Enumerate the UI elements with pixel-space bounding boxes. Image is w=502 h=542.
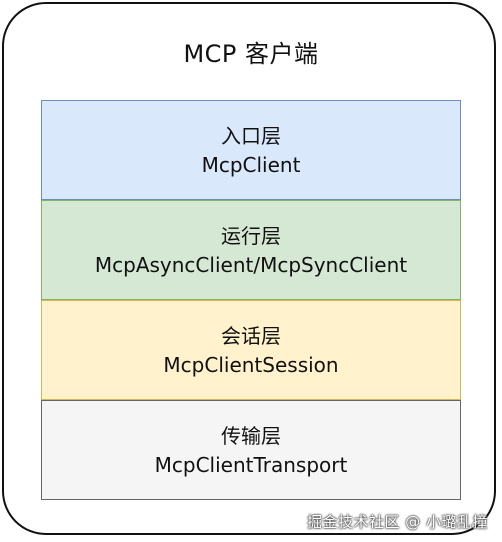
layer-runtime: 运行层 McpAsyncClient/McpSyncClient <box>41 200 461 300</box>
layer-class: McpClient <box>201 153 301 177</box>
layer-class: McpAsyncClient/McpSyncClient <box>94 253 408 277</box>
layer-entry: 入口层 McpClient <box>41 100 461 200</box>
diagram-title: MCP 客户端 <box>183 40 319 68</box>
layer-name: 会话层 <box>221 324 281 348</box>
layer-class: McpClientTransport <box>154 453 348 477</box>
layer-class: McpClientSession <box>163 353 339 377</box>
layer-name: 运行层 <box>221 224 281 248</box>
watermark: 掘金技术社区 @ 小璐乱撞 <box>306 513 488 531</box>
layer-transport: 传输层 McpClientTransport <box>41 400 461 500</box>
layer-name: 传输层 <box>221 424 281 448</box>
layer-session: 会话层 McpClientSession <box>41 300 461 400</box>
layer-name: 入口层 <box>221 124 281 148</box>
